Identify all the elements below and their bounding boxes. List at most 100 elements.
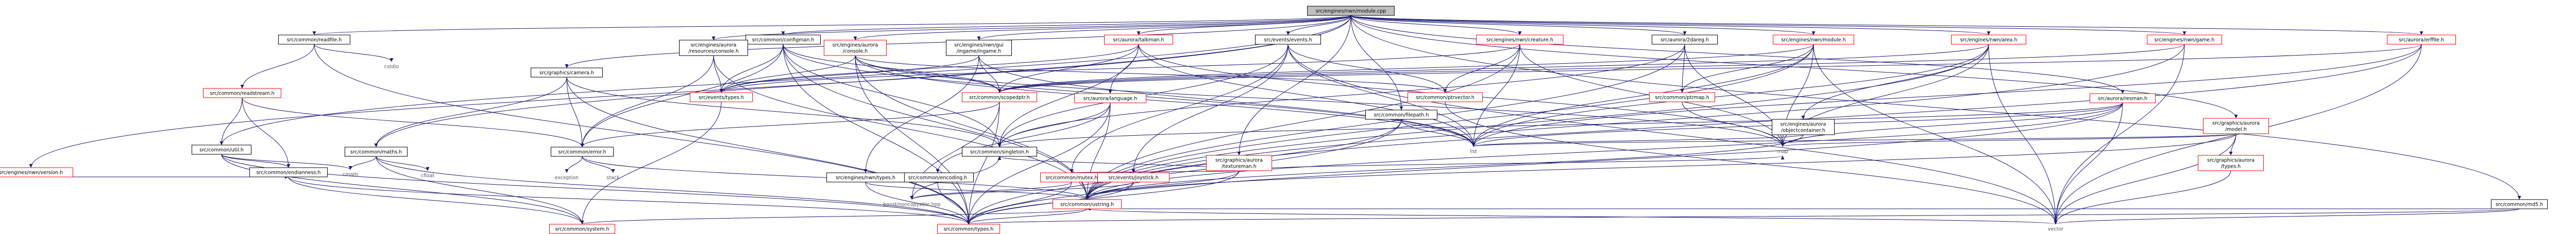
- node-console_h[interactable]: src/engines/aurora/console.h: [823, 40, 887, 56]
- edge-game_h-to-ustring_h: [1085, 44, 2185, 200]
- node-label: src/engines/nwn/creature.h: [1486, 38, 1553, 43]
- edge-console_h-to-ptrvector_h: [855, 55, 1447, 93]
- node-resman_h[interactable]: src/aurora/resman.h: [2089, 93, 2156, 103]
- node-joystick_h[interactable]: src/events/joystick.h: [1097, 172, 1170, 183]
- node-types_ev[interactable]: src/events/types.h: [689, 92, 753, 102]
- node-box: [2387, 34, 2456, 45]
- node-events_h[interactable]: src/events/events.h: [1255, 34, 1321, 45]
- node-filepath_h[interactable]: src/common/filepath.h: [1365, 110, 1437, 120]
- edge-ptrmap_h-to-map: [1682, 101, 1785, 147]
- node-box: [823, 40, 887, 56]
- edge-module_cpp-to-readfile_h: [313, 15, 1351, 35]
- edge-resman_h-to-singleton_h: [997, 102, 2123, 148]
- node-box: [745, 34, 821, 45]
- node-endianness_h[interactable]: src/common/endianness.h: [249, 167, 328, 177]
- node-configman_h[interactable]: src/common/configman.h: [745, 34, 821, 45]
- node-maths_h[interactable]: src/common/maths.h: [344, 147, 408, 157]
- edge-mutex_h-to-types_h: [967, 182, 1072, 225]
- node-error_h[interactable]: src/common/error.h: [550, 147, 614, 157]
- edge-util_h-to-types_h: [221, 154, 971, 225]
- edge-readstream_h-to-error_h: [242, 97, 584, 148]
- edge-fps_h-to-ustring_h: [713, 55, 1089, 200]
- node-engtypes_h[interactable]: src/engines/nwn/types.h: [826, 172, 905, 183]
- edge-area_h-to-ustring_h: [1085, 44, 1989, 200]
- edge-module_cpp-to-md5_h: [1350, 15, 2521, 200]
- edge-maths_h-to-cfloat: [376, 156, 430, 171]
- node-objcont_h[interactable]: src/engines/aurora/objectcontainer.h: [1771, 119, 1835, 135]
- node-label: map: [1777, 149, 1788, 155]
- node-label: src/engines/nwn/area.h: [1960, 38, 2018, 43]
- node-module_cpp[interactable]: src/engines/nwn/module.cpp: [1307, 6, 1395, 16]
- edge-nwnmodule_h-to-ptrmap_h: [1680, 44, 1814, 93]
- node-gfxmodel_h[interactable]: src/graphics/aurora/model.h: [2202, 118, 2269, 134]
- node-label: src/common/configman.h: [752, 38, 815, 43]
- node-md5_h[interactable]: src/common/md5.h: [2490, 199, 2548, 209]
- node-label: src/common/util.h: [199, 148, 244, 153]
- node-box: [2089, 93, 2156, 103]
- edge-gfxaurora_h-to-types_h: [967, 170, 1240, 225]
- edge-module_cpp-to-nwnmodule_h: [1350, 15, 1816, 35]
- edge-module_cpp-to-twoda_h: [1350, 15, 1687, 35]
- node-label: src/common/readfile.h: [287, 38, 342, 43]
- node-erffile_h[interactable]: src/aurora/erffile.h: [2387, 34, 2456, 45]
- node-label: src/common/singleton.h: [970, 150, 1029, 155]
- edge-configman_h-to-scopedptr_h: [783, 44, 1002, 93]
- node-box: [689, 92, 753, 102]
- node-talkman_h[interactable]: src/aurora/talkman.h: [1104, 34, 1173, 45]
- edge-nwnmodule_h-to-scopedptr_h: [997, 44, 1814, 93]
- edge-gfxmodel_h-to-list: [1472, 133, 2236, 147]
- edge-module_cpp-to-configman_h: [781, 15, 1351, 35]
- edge-util_h-to-endianness_h: [221, 154, 291, 168]
- edge-console_h-to-map: [855, 55, 1785, 147]
- node-label: src/common/ptrmap.h: [1655, 95, 1709, 101]
- edge-events_h-to-vector: [1287, 44, 2058, 225]
- edge-erffile_h-to-vector: [2054, 44, 2422, 225]
- node-area_h[interactable]: src/engines/nwn/area.h: [1951, 34, 2026, 45]
- node-game_h[interactable]: src/engines/nwn/game.h: [2147, 34, 2222, 45]
- edge-ustring_h-to-vector: [1087, 208, 2057, 225]
- edge-configman_h-to-singleton_h: [783, 44, 1002, 148]
- node-cmath: cmath: [343, 172, 358, 178]
- node-label: src/events/joystick.h: [1108, 175, 1158, 181]
- node-gfxtypes_h[interactable]: src/graphics/aurora/types.h: [2197, 155, 2264, 171]
- node-scopedptr_h[interactable]: src/common/scopedptr.h: [962, 92, 1037, 102]
- node-ptrvector_h[interactable]: src/common/ptrvector.h: [1408, 92, 1483, 102]
- node-readstream_h[interactable]: src/common/readstream.h: [203, 88, 281, 98]
- node-label: src/graphics/camera.h: [539, 70, 594, 76]
- edge-area_h-to-list: [1471, 44, 1989, 147]
- node-readfile_h[interactable]: src/common/readfile.h: [278, 34, 350, 45]
- node-label: list: [1470, 149, 1477, 155]
- edge-twoda_h-to-singleton_h: [997, 44, 1685, 148]
- edge-md5_h-to-vector: [2054, 208, 2520, 225]
- node-singleton_h[interactable]: src/common/singleton.h: [962, 147, 1037, 157]
- node-label: src/engines/nwn/types.h: [836, 175, 895, 181]
- node-language_h[interactable]: src/aurora/language.h: [1074, 93, 1146, 103]
- node-label: src/engines/nwn/module.cpp: [1316, 9, 1386, 14]
- edge-erffile_h-to-scopedptr_h: [997, 44, 2422, 93]
- node-camera_h[interactable]: src/graphics/camera.h: [531, 67, 603, 78]
- edge-scopedptr_h-to-noncopyable: [910, 101, 1000, 200]
- node-twoda_h[interactable]: src/aurora/2dareg.h: [1651, 34, 1718, 45]
- node-util_h[interactable]: src/common/util.h: [191, 145, 252, 155]
- node-box: [0, 167, 73, 177]
- node-ustring_h[interactable]: src/common/ustring.h: [1053, 199, 1122, 209]
- node-cfloat: cfloat: [421, 173, 435, 179]
- edge-maths_h-to-cmath: [348, 156, 377, 170]
- node-ptrmap_h[interactable]: src/common/ptrmap.h: [1649, 92, 1716, 102]
- node-types_h[interactable]: src/common/types.h: [937, 224, 1001, 234]
- node-encoding_h[interactable]: src/common/encoding.h: [902, 172, 974, 183]
- node-nwnmodule_h[interactable]: src/engines/nwn/module.h: [1773, 34, 1854, 45]
- edge-readfile_h-to-cstdio: [314, 44, 394, 62]
- node-creature_h[interactable]: src/engines/nwn/creature.h: [1476, 34, 1564, 45]
- node-box: [1649, 92, 1716, 102]
- node-version_h[interactable]: src/engines/nwn/version.h: [0, 167, 73, 177]
- node-gfxaurora_h[interactable]: src/graphics/aurora/textureman.h: [1206, 155, 1273, 171]
- node-fps_h[interactable]: src/engines/aurora/resources/console.h: [679, 40, 748, 56]
- node-system_h[interactable]: src/common/system.h: [549, 224, 616, 234]
- node-label: src/common/encoding.h: [908, 175, 967, 181]
- node-mutex_h[interactable]: src/common/mutex.h: [1040, 172, 1104, 183]
- node-box: [1104, 34, 1173, 45]
- node-ingame_h[interactable]: src/engines/nwn/gui/ingame/ingame.h: [945, 40, 1012, 56]
- edge-talkman_h-to-singleton_h: [997, 44, 1139, 148]
- edge-camera_h-to-types_h: [566, 77, 971, 225]
